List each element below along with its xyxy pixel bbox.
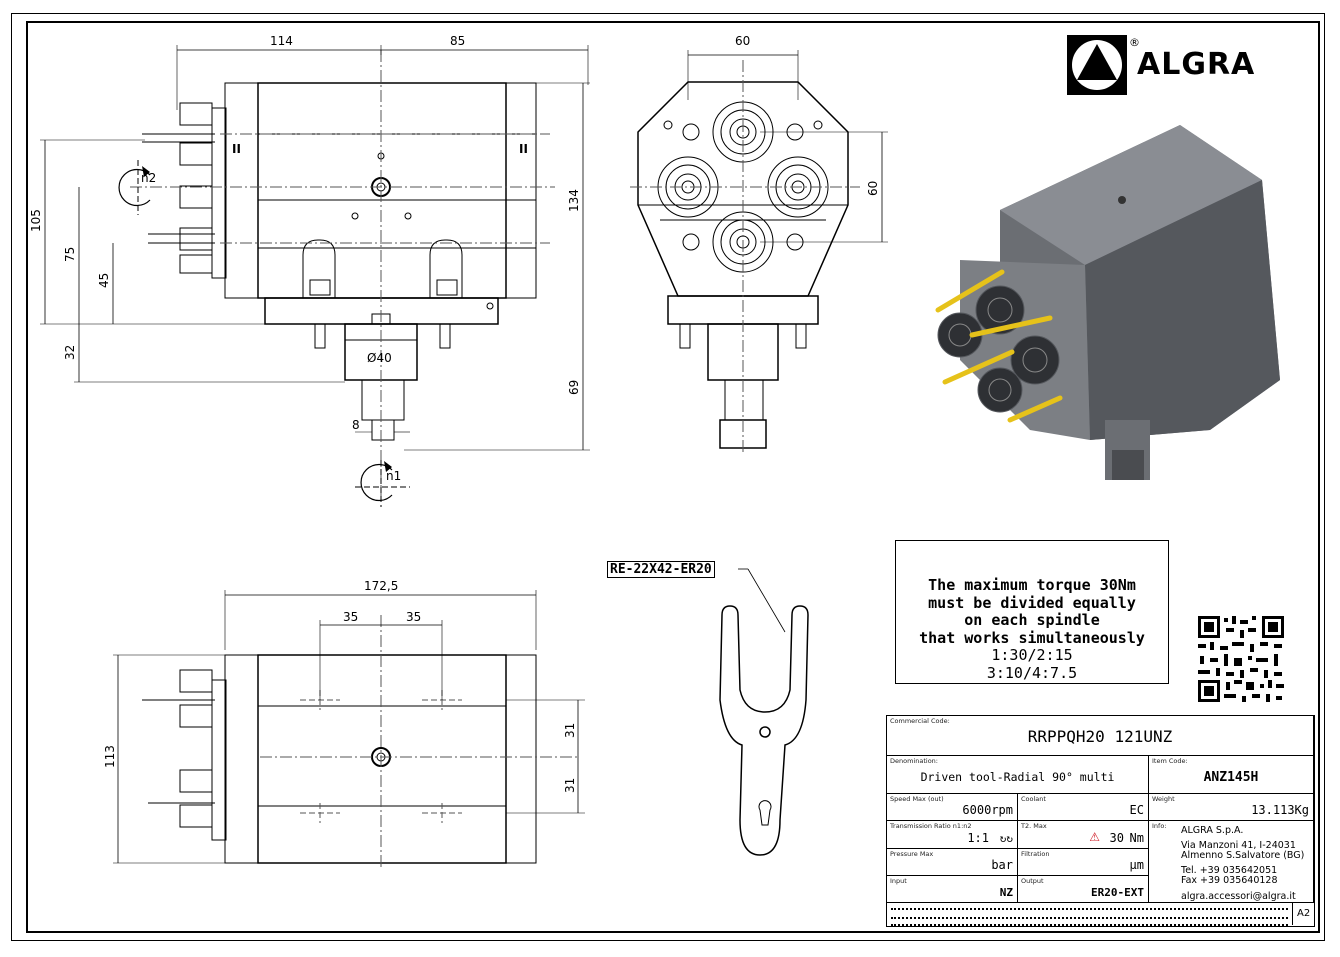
mark-right: II (519, 142, 528, 156)
dim-75: 75 (63, 247, 77, 262)
dim-31-upper: 31 (563, 723, 577, 738)
speed-cell: Speed Max (out) 6000rpm (887, 794, 1018, 821)
output-label: Output (1021, 877, 1044, 885)
product-render-image (935, 125, 1280, 480)
warning-line-6: 3:10/4:7.5 (986, 663, 1078, 682)
torque-label: T2. Max (1021, 822, 1047, 830)
dim-85: 85 (450, 34, 465, 48)
dim-69: 69 (567, 380, 581, 395)
sheet-outer-border (11, 13, 1325, 941)
speed-value: 6000rpm (962, 803, 1013, 817)
dim-134: 134 (567, 189, 581, 212)
commercial-code-cell: Commercial Code: RRPPQH20 121UNZ (887, 716, 1314, 756)
dim-8: 8 (352, 418, 360, 432)
torque-warning-icon: ⚠ (1089, 830, 1100, 844)
dim-172-5: 172,5 (364, 579, 398, 593)
ratio-value: 1:1 (967, 831, 989, 845)
title-block: Commercial Code: RRPPQH20 121UNZ Denomin… (886, 715, 1315, 927)
coolant-label: Coolant (1021, 795, 1046, 803)
bottom-view-dimension-texts: 172,5 35 35 113 31 31 (103, 579, 577, 793)
side-view-dimension-texts: 114 85 105 75 45 32 134 69 Ø40 8 n2 n1 I… (29, 34, 581, 483)
spindle-label-n1: n1 (386, 469, 401, 483)
denomination-label: Denomination: (890, 757, 938, 765)
pressure-value: bar (991, 858, 1013, 872)
coolant-value: EC (1129, 803, 1144, 817)
warning-line-4: that works simultaneously (919, 628, 1145, 647)
output-cell: Output ER20-EXT (1018, 876, 1149, 903)
dim-35-right: 35 (406, 610, 421, 624)
rotation-arrows-icon: ↻↻ (999, 832, 1013, 845)
filtration-label: Filtration (1021, 850, 1050, 858)
item-code-cell: Item Code: ANZ145H (1149, 756, 1314, 794)
spindle-label-n2: n2 (141, 171, 156, 185)
disclaimer-strip (887, 903, 1293, 926)
item-code-label: Item Code: (1152, 757, 1188, 765)
dim-31-lower: 31 (563, 778, 577, 793)
torque-value: 30 (1109, 831, 1124, 845)
weight-label: Weight (1152, 795, 1175, 803)
torque-warning-box: The maximum torque 30Nm must be divided … (895, 540, 1169, 684)
dim-45: 45 (97, 273, 111, 288)
front-view-dimension-texts: 60 60 (735, 34, 880, 196)
dim-114: 114 (270, 34, 293, 48)
info-address-2: Almenno S.Salvatore (BG) (1181, 850, 1305, 861)
dim-35-left: 35 (343, 610, 358, 624)
sheet-inner-border (26, 21, 1320, 933)
ratio-cell: Transmission Ratio n1:n2 1:1 ↻↻ (887, 821, 1018, 849)
torque-cell: T2. Max ⚠ 30 Nm (1018, 821, 1149, 849)
info-cell: Info: (1149, 821, 1314, 903)
dim-113: 113 (103, 745, 117, 768)
qr-code-icon (1196, 614, 1286, 704)
denomination-value: Driven tool-Radial 90° multi (920, 770, 1115, 784)
registered-mark: ® (1129, 36, 1140, 49)
commercial-code-value: RRPPQH20 121UNZ (1027, 727, 1173, 746)
item-code-value: ANZ145H (1203, 770, 1259, 785)
algra-logo-icon (1067, 35, 1127, 95)
output-value: ER20-EXT (1091, 886, 1144, 899)
filtration-value: µm (1129, 858, 1144, 872)
sheet-size-label: A2 (1297, 908, 1311, 919)
torque-unit: Nm (1129, 831, 1144, 845)
filtration-cell: Filtration µm (1018, 849, 1149, 876)
wrench-part-label: RE-22X42-ER20 (607, 561, 715, 578)
side-view (40, 45, 590, 507)
info-label: Info: (1152, 822, 1167, 830)
warning-line-2: must be divided equally (928, 593, 1136, 612)
weight-value: 13.113Kg (1251, 803, 1309, 817)
warning-line-5: 1:30/2:15 (991, 646, 1073, 664)
mark-left: II (232, 142, 241, 156)
dim-105: 105 (29, 209, 43, 232)
warning-line-1: The maximum torque 30Nm (928, 576, 1136, 594)
ratio-label: Transmission Ratio n1:n2 (890, 822, 972, 830)
input-cell: Input NZ (887, 876, 1018, 903)
company-info: ALGRA S.p.A. Via Manzoni 41, I-24031 Alm… (1181, 825, 1305, 902)
brand-name: ALGRA (1137, 47, 1256, 82)
pressure-label: Pressure Max (890, 850, 934, 858)
coolant-cell: Coolant EC (1018, 794, 1149, 821)
input-value: NZ (999, 886, 1013, 899)
dim-diameter-40: Ø40 (367, 351, 392, 365)
wrench-drawing (719, 568, 809, 856)
info-email: algra.accessori@algra.it (1181, 890, 1296, 902)
dim-front-width-60: 60 (735, 34, 750, 48)
dim-front-height-60: 60 (866, 181, 880, 196)
info-tel: Tel. +39 035642051 (1181, 864, 1278, 876)
info-address-1: Via Manzoni 41, I-24031 (1181, 839, 1296, 851)
dim-32: 32 (63, 345, 77, 360)
info-fax: Fax +39 035640128 (1181, 875, 1278, 886)
speed-label: Speed Max (out) (890, 795, 944, 803)
denomination-cell: Denomination: Driven tool-Radial 90° mul… (887, 756, 1149, 794)
weight-cell: Weight 13.113Kg (1149, 794, 1314, 821)
pressure-cell: Pressure Max bar (887, 849, 1018, 876)
front-view (630, 50, 888, 455)
info-company: ALGRA S.p.A. (1181, 825, 1244, 836)
bottom-view (113, 590, 585, 870)
warning-line-3: on each spindle (964, 611, 1100, 629)
commercial-code-label: Commercial Code: (890, 717, 950, 725)
input-label: Input (890, 877, 907, 885)
